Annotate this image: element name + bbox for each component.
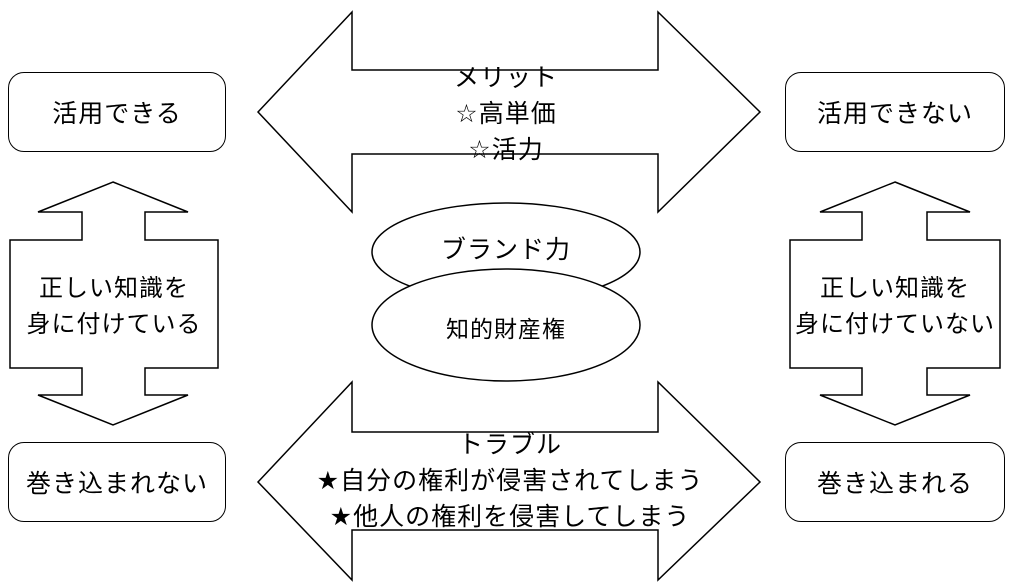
merit-item: ☆高単価 (455, 99, 557, 128)
ip-label: 知的財産権 (446, 317, 566, 343)
right-arrow-label: 正しい知識を 身に付けていない (790, 270, 1000, 342)
trouble-item: ★自分の権利が侵害されてしまう (316, 466, 704, 495)
left-vertical-double-arrow (9, 181, 219, 426)
left-arrow-label: 正しい知識を 身に付けている (10, 270, 218, 342)
right-vertical-double-arrow (789, 181, 1001, 426)
right-arrow-line: 正しい知識を (820, 274, 970, 302)
box-top-left: 活用できる (8, 72, 226, 152)
trouble-item: ★他人の権利を侵害してしまう (329, 502, 691, 531)
box-bottom-left: 巻き込まれない (8, 442, 226, 522)
right-arrow-line: 身に付けていない (795, 310, 995, 338)
trouble-double-arrow (256, 380, 762, 582)
box-bottom-right: 巻き込まれる (785, 442, 1005, 522)
trouble-label: トラブル ★自分の権利が侵害されてしまう ★他人の権利を侵害してしまう (290, 427, 730, 535)
left-arrow-line: 正しい知識を (39, 274, 189, 302)
box-top-right: 活用できない (785, 72, 1005, 152)
merit-label: メリット ☆高単価 ☆活力 (356, 60, 656, 168)
merit-heading: メリット (453, 63, 558, 92)
trouble-heading: トラブル (457, 430, 562, 459)
left-arrow-line: 身に付けている (26, 310, 202, 338)
ip-ellipse (371, 268, 641, 382)
merit-item: ☆活力 (468, 135, 544, 164)
brand-label: ブランド力 (440, 235, 571, 264)
merit-double-arrow (256, 10, 762, 214)
